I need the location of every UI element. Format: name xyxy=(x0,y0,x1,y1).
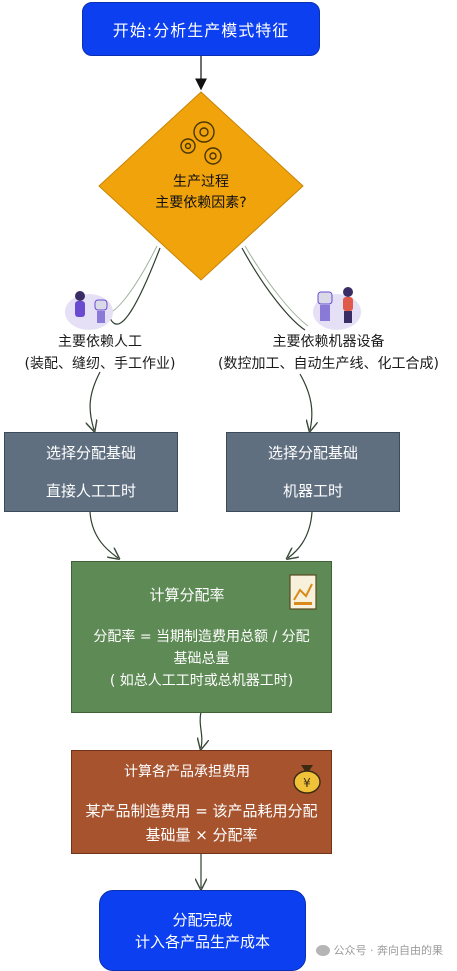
worker-robot-icon xyxy=(65,291,113,330)
left-basis-title: 选择分配基础 xyxy=(45,444,136,462)
decision-diamond xyxy=(98,91,304,281)
left-branch-label: 主要依赖人工 (装配、缝纫、手工作业) xyxy=(0,331,200,375)
product-cost-title: 计算各产品承担费用 xyxy=(124,764,250,780)
arrow-decision-to-left xyxy=(109,247,161,325)
arrow-leftbox-to-calc xyxy=(89,511,118,558)
right-basis-box: 选择分配基础 机器工时 xyxy=(226,432,400,512)
document-chart-icon xyxy=(289,574,317,610)
finish-node: 分配完成 计入各产品生产成本 xyxy=(99,890,306,971)
left-basis-value: 直接人工工时 xyxy=(45,482,136,500)
right-branch-line-1: 主要依赖机器设备 xyxy=(272,334,385,350)
gears-icon xyxy=(180,121,222,165)
wechat-icon xyxy=(315,944,330,956)
arrow-left-to-box xyxy=(90,371,101,430)
robot-operator-icon xyxy=(313,287,361,330)
left-branch-line-1: 主要依赖人工 xyxy=(58,334,142,350)
arrow-right-to-box xyxy=(299,373,312,430)
decision-line-2: 主要依赖因素? xyxy=(155,195,247,211)
product-cost-line-2: 基础量 × 分配率 xyxy=(145,826,258,844)
start-label: 开始:分析生产模式特征 xyxy=(112,21,290,40)
right-branch-label: 主要依赖机器设备 (数控加工、自动生产线、化工合成) xyxy=(200,331,457,375)
finish-line-2: 计入各产品生产成本 xyxy=(134,932,270,951)
decision-line-1: 生产过程 xyxy=(173,174,229,190)
watermark-text: 公众号 · 奔向自由的果 xyxy=(333,944,444,957)
arrow-decision-to-right xyxy=(241,247,306,331)
arrow-rightbox-to-calc xyxy=(288,511,313,558)
allocation-rate-line-1: 分配率 = 当期制造费用总额 / 分配 xyxy=(93,629,310,645)
allocation-rate-title: 计算分配率 xyxy=(149,586,225,604)
money-bag-icon: ¥ xyxy=(293,765,321,794)
start-node: 开始:分析生产模式特征 xyxy=(82,2,320,56)
right-basis-value: 机器工时 xyxy=(282,482,343,500)
right-branch-line-2: (数控加工、自动生产线、化工合成) xyxy=(218,356,439,372)
finish-line-1: 分配完成 xyxy=(172,910,233,929)
svg-text:¥: ¥ xyxy=(303,776,311,790)
allocation-rate-line-2: 基础总量 xyxy=(173,651,230,667)
left-basis-box: 选择分配基础 直接人工工时 xyxy=(4,432,178,512)
arrow-calc-to-cost xyxy=(200,711,202,748)
watermark: 公众号 · 奔向自由的果 xyxy=(315,942,444,958)
left-branch-line-2: (装配、缝纫、手工作业) xyxy=(24,356,176,372)
decision-text: 生产过程 主要依赖因素? xyxy=(131,172,271,214)
allocation-rate-line-3: ( 如总人工工时或总机器工时) xyxy=(109,673,294,689)
product-cost-line-1: 某产品制造费用 = 该产品耗用分配 xyxy=(85,802,318,820)
allocation-rate-box: 计算分配率 分配率 = 当期制造费用总额 / 分配 基础总量 ( 如总人工工时或… xyxy=(71,561,332,713)
right-basis-title: 选择分配基础 xyxy=(267,444,358,462)
product-cost-box: 计算各产品承担费用 ¥ 某产品制造费用 = 该产品耗用分配 基础量 × 分配率 xyxy=(71,750,332,854)
